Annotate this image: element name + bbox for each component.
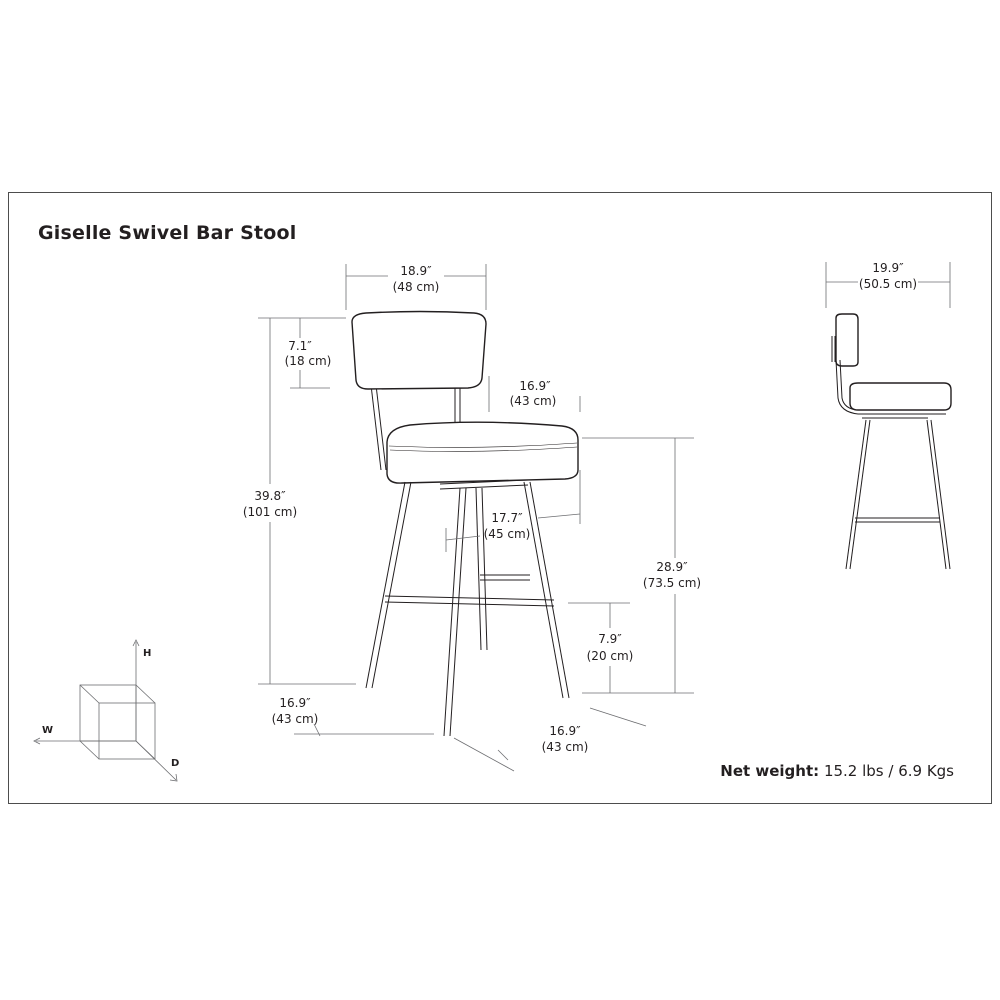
dim-seat-depth-in: 16.9″ [519,379,551,393]
axis-d-label: D [171,758,179,769]
back-leg-right [475,487,482,651]
dim-seat-depth-cm: (43 cm) [510,394,557,408]
back-leg-left [443,487,461,737]
dim-overall-height-in: 39.8″ [254,489,286,503]
dim-side-depth-in: 19.9″ [872,261,904,275]
dim-top-width: 18.9″ (48 cm) [345,264,487,310]
net-weight: Net weight: 15.2 lbs / 6.9 Kgs [720,762,954,780]
dim-base-depth: 16.9″ (43 cm) [453,707,647,772]
side-view-stool [831,313,952,570]
side-leg-back [926,419,947,570]
diagram-frame [8,192,992,804]
product-title: Giselle Swivel Bar Stool [38,222,297,244]
dim-footrest-height-in: 7.9″ [598,632,622,646]
dim-back-height: 7.1″ (18 cm) [285,317,346,389]
dim-seat-height-in: 28.9″ [656,560,688,574]
front-footrest [384,595,555,601]
side-backrest [835,313,859,367]
axis-w-label: W [42,725,53,736]
dim-side-depth: 19.9″ (50.5 cm) [825,261,951,308]
dim-overall-height-cm: (101 cm) [243,505,297,519]
front-view-stool [351,310,579,737]
front-leg-left [365,481,406,689]
side-seat [849,382,952,411]
dim-seat-height: 28.9″ (73.5 cm) [582,437,701,694]
front-leg-right [523,481,564,699]
back-support-left [370,384,382,471]
dim-top-width-in: 18.9″ [400,264,432,278]
dim-seat-width-cm: (45 cm) [484,527,531,541]
dim-base-depth-cm: (43 cm) [542,740,589,754]
dim-base-width-cm: (43 cm) [272,712,319,726]
dim-footrest-height-cm: (20 cm) [587,649,634,663]
dim-back-height-cm: (18 cm) [285,354,332,368]
seat-cushion [386,421,579,484]
dim-seat-height-cm: (73.5 cm) [643,576,701,590]
dim-top-width-cm: (48 cm) [393,280,440,294]
side-leg-front [845,419,867,570]
dim-seat-width: 17.7″ (45 cm) [445,470,581,552]
axis-h-label: H [143,648,151,659]
backrest-cushion [351,310,487,390]
net-weight-value: 15.2 lbs / 6.9 Kgs [823,762,954,780]
dim-base-depth-in: 16.9″ [549,724,581,738]
dim-base-width-in: 16.9″ [279,696,311,710]
dim-seat-width-in: 17.7″ [491,511,523,525]
dim-base-width: 16.9″ (43 cm) [272,696,434,737]
net-weight-label: Net weight: [720,762,820,780]
dim-seat-depth: 16.9″ (43 cm) [488,376,581,412]
dim-footrest-height: 7.9″ (20 cm) [568,602,634,693]
dim-side-depth-cm: (50.5 cm) [859,277,917,291]
axis-cube-icon: H W D [33,639,179,782]
dim-overall-height: 39.8″ (101 cm) [243,317,356,685]
dim-back-height-in: 7.1″ [288,339,312,353]
